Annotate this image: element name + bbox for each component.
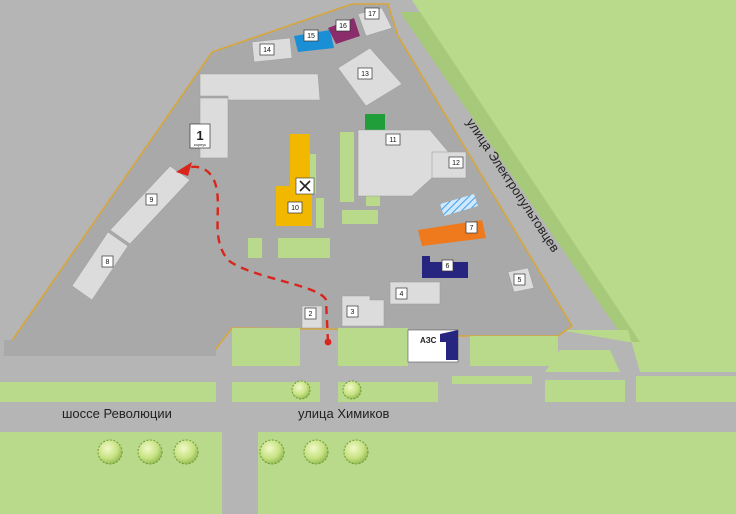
tree-icon bbox=[173, 439, 199, 465]
building-8 bbox=[71, 231, 129, 301]
tag-building-7[interactable]: 7 bbox=[465, 221, 478, 234]
arrow-icon bbox=[176, 162, 192, 176]
grass-patch-e bbox=[316, 198, 324, 228]
building-1-number: 1 bbox=[196, 128, 203, 143]
building-17-number: 17 bbox=[368, 11, 376, 18]
tag-building-8[interactable]: 8 bbox=[101, 255, 114, 268]
building-13-number: 13 bbox=[361, 71, 369, 78]
grass-area-southeast bbox=[258, 432, 736, 514]
building-tags: 1 корпус 2 3 4 5 6 7 8 9 10 11 12 13 14 … bbox=[101, 7, 526, 320]
building-10-tower bbox=[290, 134, 310, 190]
grass-patch-d bbox=[306, 154, 316, 194]
tag-building-11[interactable]: 11 bbox=[385, 133, 401, 146]
gas-station-canopy bbox=[440, 330, 458, 360]
tree-icon bbox=[259, 439, 285, 465]
territory-edge bbox=[4, 340, 216, 356]
grass-area-northeast bbox=[412, 0, 736, 342]
building-16-number: 16 bbox=[339, 23, 347, 30]
grass-strip-east bbox=[636, 376, 736, 402]
building-7-number: 7 bbox=[470, 225, 474, 232]
building-10-number: 10 bbox=[291, 205, 299, 212]
grass-patch-g bbox=[278, 238, 330, 258]
tree-icon bbox=[291, 380, 311, 400]
grass-block-3 bbox=[470, 336, 558, 366]
tag-building-2[interactable]: 2 bbox=[304, 307, 317, 320]
building-green bbox=[365, 114, 385, 130]
tree-icon bbox=[137, 439, 163, 465]
fork-knife-icon bbox=[299, 180, 311, 192]
building-9-number: 9 bbox=[150, 197, 154, 204]
grass-patch-f bbox=[248, 238, 262, 258]
tree-icon bbox=[342, 380, 362, 400]
grass-block-4 bbox=[545, 350, 620, 372]
tag-building-10[interactable]: 10 bbox=[287, 201, 303, 214]
grass-strip-road-5 bbox=[545, 380, 625, 402]
building-3 bbox=[341, 295, 385, 327]
building-4-number: 4 bbox=[400, 291, 404, 298]
grass-strip-diagonal bbox=[400, 12, 640, 342]
tag-building-17[interactable]: 17 bbox=[364, 7, 380, 20]
tree-icon bbox=[343, 439, 369, 465]
building-top-row bbox=[199, 73, 321, 101]
grass-patch-a bbox=[340, 132, 354, 202]
gas-station-label: АЗС bbox=[420, 336, 437, 345]
tag-building-6[interactable]: 6 bbox=[441, 259, 454, 272]
building-6-number: 6 bbox=[446, 263, 450, 270]
grass-area-east bbox=[560, 330, 736, 372]
building-15-number: 15 bbox=[307, 33, 315, 40]
tag-building-3[interactable]: 3 bbox=[346, 305, 359, 318]
tree-icon bbox=[97, 439, 123, 465]
tag-building-15[interactable]: 15 bbox=[303, 29, 319, 42]
building-5-number: 5 bbox=[518, 277, 522, 284]
grass-block-2 bbox=[338, 328, 408, 366]
route-path bbox=[185, 165, 330, 343]
tree-icon bbox=[303, 439, 329, 465]
building-3-number: 3 bbox=[351, 309, 355, 316]
tag-building-12[interactable]: 12 bbox=[448, 156, 464, 169]
tag-building-13[interactable]: 13 bbox=[357, 67, 373, 80]
parking-hatched bbox=[440, 194, 478, 216]
grass-strip-road-4 bbox=[452, 376, 532, 384]
route-start-marker bbox=[324, 338, 332, 346]
grass-patch-c bbox=[342, 210, 378, 224]
tag-building-14[interactable]: 14 bbox=[259, 43, 275, 56]
tag-building-4[interactable]: 4 bbox=[395, 287, 408, 300]
tag-building-1[interactable]: 1 корпус bbox=[189, 123, 211, 149]
building-1-sub: корпус bbox=[194, 142, 206, 147]
road-label-khimikov: улица Химиков bbox=[298, 406, 390, 421]
trees bbox=[97, 380, 369, 465]
tag-building-5[interactable]: 5 bbox=[513, 273, 526, 286]
building-8-number: 8 bbox=[106, 259, 110, 266]
building-14-number: 14 bbox=[263, 47, 271, 54]
tag-building-9[interactable]: 9 bbox=[145, 193, 158, 206]
building-12-number: 12 bbox=[452, 160, 460, 167]
tag-building-16[interactable]: 16 bbox=[335, 19, 351, 32]
grass-strip-road-1 bbox=[0, 382, 216, 402]
grass-strip-road-3 bbox=[338, 382, 438, 402]
grass-block-1 bbox=[232, 328, 300, 366]
building-11-number: 11 bbox=[389, 137, 396, 144]
road-label-revolyutsii: шоссе Революции bbox=[62, 406, 172, 421]
building-2-number: 2 bbox=[309, 311, 313, 318]
